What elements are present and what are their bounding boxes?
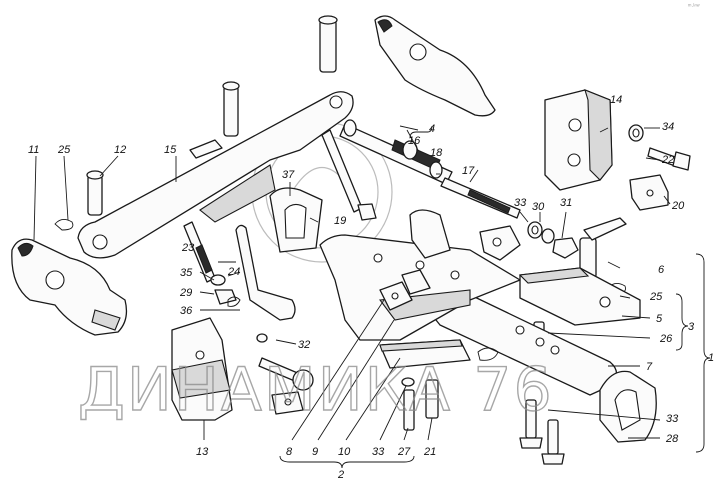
- label-33-bottom: 33: [372, 446, 385, 458]
- part-5-slide: [518, 267, 641, 326]
- part-25-cotter-left: [54, 219, 74, 231]
- part-16-collar: [402, 140, 418, 160]
- part-center-rod: [321, 129, 377, 221]
- leader-lines: [33, 125, 711, 469]
- label-2: 2: [337, 469, 344, 481]
- part-37-bracket: [269, 187, 323, 253]
- label-3: 3: [688, 321, 695, 333]
- part-28-clevis: [599, 370, 657, 443]
- label-29: 29: [179, 287, 192, 299]
- label-37: 37: [282, 169, 295, 181]
- label-21: 21: [423, 446, 436, 458]
- part-17-rod: [440, 177, 521, 219]
- part-29-nut: [214, 289, 237, 305]
- label-31: 31: [560, 197, 572, 209]
- label-34: 34: [662, 121, 674, 133]
- label-10: 10: [338, 446, 351, 458]
- label-8: 8: [286, 446, 293, 458]
- label-11: 11: [28, 144, 39, 156]
- part-22-bolt: [647, 147, 691, 171]
- label-25-right: 25: [649, 291, 663, 303]
- part-31-nut: [552, 237, 579, 259]
- part-14-block: [544, 89, 613, 191]
- label-24: 24: [227, 266, 240, 278]
- watermark-text: ДИНАМИКА 76: [78, 355, 554, 425]
- label-12: 12: [114, 144, 126, 156]
- label-19: 19: [334, 215, 346, 227]
- label-25-left: 25: [57, 144, 71, 156]
- label-5: 5: [656, 313, 663, 325]
- label-33-top: 33: [514, 197, 527, 209]
- part-36-cotter: [227, 296, 241, 307]
- label-1: 1: [708, 352, 714, 364]
- part-8-ears: [379, 269, 431, 311]
- part-32-bolt: [258, 357, 314, 391]
- label-23: 23: [181, 242, 195, 254]
- part-24-link: [235, 224, 296, 321]
- part-11-bracket: [11, 238, 128, 336]
- part-10-plate: [379, 339, 471, 369]
- label-7: 7: [646, 361, 653, 373]
- part-15-lift-bar: [77, 91, 354, 259]
- part-20-block: [629, 174, 669, 211]
- part-small-washer: [256, 333, 268, 343]
- part-pin-left-upper: [222, 81, 240, 137]
- part-33-washer-lower: [401, 377, 415, 387]
- label-16: 16: [408, 135, 421, 147]
- part-upper-right-bracket: [374, 15, 496, 117]
- label-36: 36: [180, 305, 193, 317]
- callout-labels: 11 25 12 15 4 16 18 17 14 34 22 20 6 25 …: [28, 94, 714, 481]
- part-34-washer: [628, 124, 644, 142]
- part-12-pin: [86, 170, 104, 216]
- corner-mark: ᵐ·ˡⁿʷ: [688, 3, 700, 10]
- label-27: 27: [397, 446, 411, 458]
- label-9: 9: [312, 446, 318, 458]
- label-15: 15: [164, 144, 177, 156]
- label-14: 14: [610, 94, 622, 106]
- label-33-right: 33: [666, 413, 679, 425]
- label-13: 13: [196, 446, 209, 458]
- label-35: 35: [180, 267, 193, 279]
- label-18: 18: [430, 147, 443, 159]
- part-frame-clevis: [409, 209, 521, 261]
- part-cotter-center: [477, 347, 499, 361]
- label-4: 4: [429, 123, 435, 135]
- part-27-bolt: [403, 389, 415, 431]
- label-22: 22: [661, 154, 674, 166]
- label-17: 17: [462, 165, 475, 177]
- part-6-pin: [579, 217, 627, 279]
- part-35-washer: [210, 274, 226, 286]
- label-30: 30: [532, 201, 545, 213]
- label-28: 28: [665, 433, 679, 445]
- label-20: 20: [671, 200, 685, 212]
- part-bolt-right-lower: [519, 399, 565, 465]
- label-26: 26: [659, 333, 673, 345]
- part-30-washer: [527, 221, 555, 244]
- part-13-block: [171, 317, 233, 421]
- label-32: 32: [298, 339, 310, 351]
- part-top-pin: [318, 15, 338, 73]
- part-lower-block: [271, 391, 304, 415]
- label-6: 6: [658, 264, 665, 276]
